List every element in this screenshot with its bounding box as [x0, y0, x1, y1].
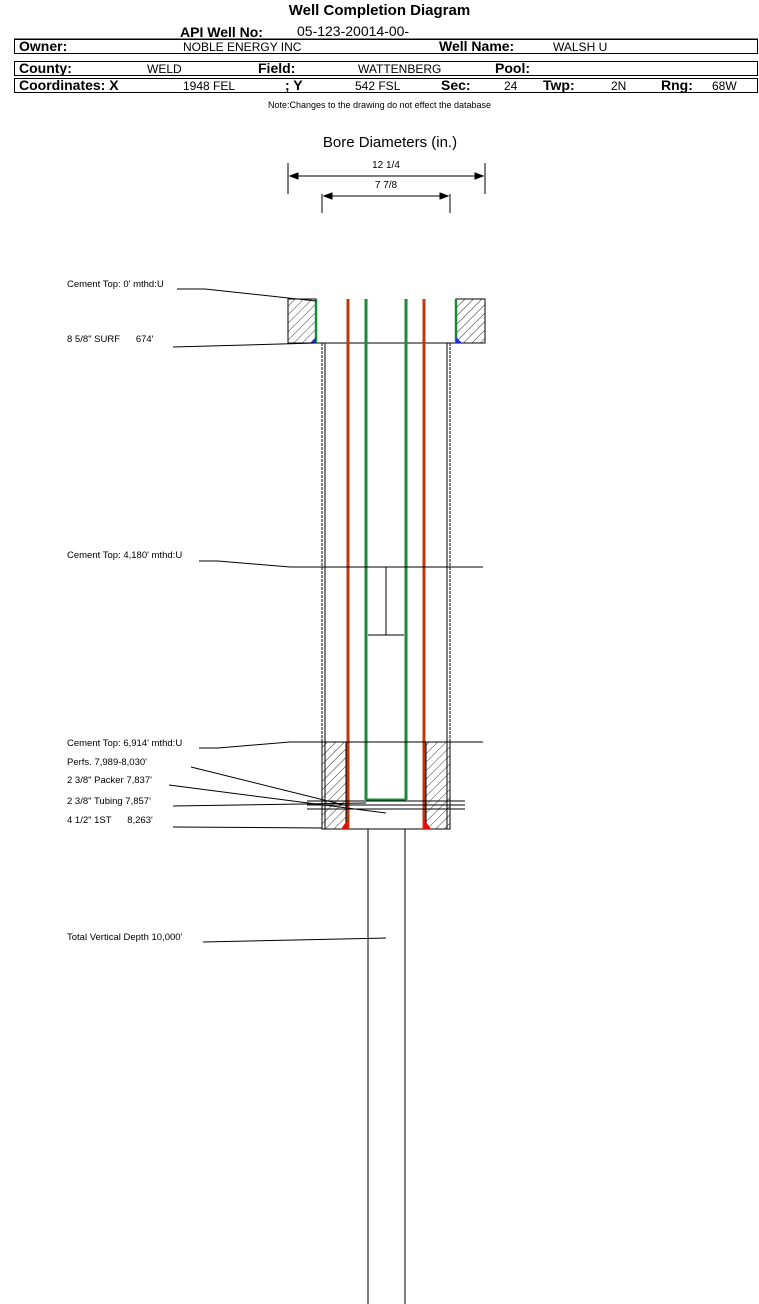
callout-tubing: 2 3/8" Tubing 7,857': [67, 796, 151, 807]
field-label: Field:: [258, 60, 296, 76]
cement-top-4180-marker: [290, 566, 483, 636]
coord-x-label: Coordinates: X: [19, 77, 119, 93]
pool-label: Pool:: [495, 60, 530, 76]
coord-y-label: ; Y: [285, 77, 303, 93]
owner-value: NOBLE ENERGY INC: [183, 40, 302, 54]
coordinates-row: Coordinates: X 1948 FEL ; Y 542 FSL Sec:…: [14, 77, 758, 93]
surface-casing-shoe-left: [310, 337, 316, 343]
production-shoe-right: [424, 819, 431, 829]
callout-leaders: [168, 288, 387, 943]
county-value: WELD: [147, 62, 182, 76]
coord-x-value: 1948 FEL: [183, 79, 236, 93]
bore-diameters-title: Bore Diameters (in.): [322, 134, 458, 151]
api-value: 05-123-20014-00-: [297, 23, 410, 39]
callout-surface-casing: 8 5/8" SURF 674': [67, 334, 154, 345]
bore-dim-outer: 12 1/4: [372, 160, 400, 171]
county-row: County: WELD Field: WATTENBERG Pool:: [14, 60, 758, 76]
api-row: API Well No: 05-123-20014-00-: [14, 22, 758, 40]
callout-cement-top-4180: Cement Top: 4,180' mthd:U: [67, 550, 183, 561]
field-value: WATTENBERG: [358, 62, 442, 76]
sec-value: 24: [504, 79, 518, 93]
well-name-value: WALSH U: [553, 40, 608, 54]
production-cement: [321, 741, 451, 830]
callout-total-depth: Total Vertical Depth 10,000': [67, 932, 183, 943]
bore-dim-inner: 7 7/8: [374, 180, 398, 191]
callout-cement-top-0: Cement Top: 0' mthd:U: [67, 279, 164, 290]
database-note: Note:Changes to the drawing do not effec…: [268, 100, 491, 110]
well-name-label: Well Name:: [439, 38, 515, 54]
surface-casing-shoe-right: [456, 337, 462, 343]
open-hole: [367, 829, 406, 1304]
production-shoe-left: [341, 819, 348, 829]
api-label: API Well No:: [180, 24, 263, 40]
tubing: [364, 299, 408, 802]
rng-value: 68W: [712, 79, 737, 93]
callout-perfs: Perfs. 7,989-8,030': [67, 757, 147, 768]
owner-label: Owner:: [19, 38, 68, 54]
diagram-title: Well Completion Diagram: [288, 2, 471, 19]
twp-label: Twp:: [543, 77, 575, 93]
twp-value: 2N: [611, 79, 627, 93]
sec-label: Sec:: [441, 77, 471, 93]
callout-production-casing: 4 1/2" 1ST 8,263': [67, 815, 153, 826]
bore-dimension-lines: [287, 163, 486, 213]
rng-label: Rng:: [661, 77, 693, 93]
county-label: County:: [19, 60, 72, 76]
callout-cement-top-6914: Cement Top: 6,914' mthd:U: [67, 738, 183, 749]
production-casing: [346, 299, 426, 829]
perforation-lines: [307, 800, 465, 810]
callout-packer: 2 3/8" Packer 7,837': [67, 775, 152, 786]
coord-y-value: 542 FSL: [355, 79, 401, 93]
surface-casing: [314, 299, 458, 343]
surface-cement: [287, 298, 486, 344]
